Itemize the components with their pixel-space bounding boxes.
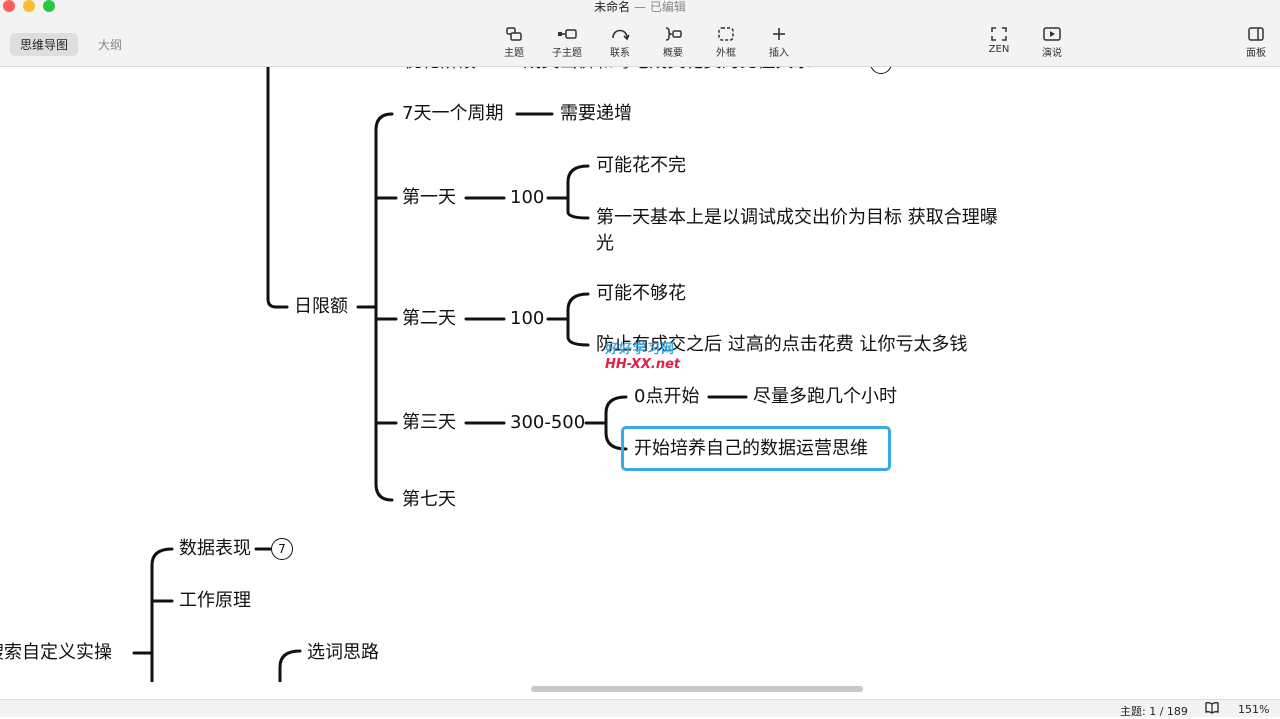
relation-button[interactable]: 联系 xyxy=(594,26,646,59)
sidebar-icon xyxy=(1248,27,1264,41)
plus-icon xyxy=(773,28,785,40)
edit-status: — 已编辑 xyxy=(634,0,686,14)
document-name: 未命名 xyxy=(594,0,631,14)
tab-outline[interactable]: 大纲 xyxy=(98,38,123,52)
zen-button[interactable]: ZEN xyxy=(973,26,1025,55)
topic-cycle-note[interactable]: 需要递增 xyxy=(560,103,632,124)
insert-button[interactable]: 插入 xyxy=(753,26,805,59)
topic-day2-value[interactable]: 100 xyxy=(510,308,545,329)
topic-day1-value[interactable]: 100 xyxy=(510,187,545,208)
topic-day3-value[interactable]: 300-500 xyxy=(510,412,586,433)
horizontal-scrollbar[interactable] xyxy=(531,686,863,692)
connector-lines xyxy=(132,67,748,682)
topic-day7[interactable]: 第七天 xyxy=(402,489,456,510)
window-controls xyxy=(3,0,55,12)
topic-daily-limit[interactable]: 日限额 xyxy=(294,296,348,317)
panel-button[interactable]: 面板 xyxy=(1230,26,1280,59)
watermark-line2: HH-XX.net xyxy=(605,357,681,372)
topic-day2[interactable]: 第二天 xyxy=(402,308,456,329)
summary-button[interactable]: 概要 xyxy=(647,26,699,59)
close-window-button[interactable] xyxy=(3,0,15,12)
watermark: 好好学习网 HH-XX.net xyxy=(605,342,680,372)
boundary-label: 外框 xyxy=(716,48,736,59)
subtopic-icon xyxy=(558,29,577,39)
selected-topic-frame[interactable] xyxy=(621,426,891,471)
topic-icon xyxy=(506,27,522,41)
present-button[interactable]: 演说 xyxy=(1026,26,1078,59)
topic-cycle[interactable]: 7天一个周期 xyxy=(402,103,504,124)
topic-day3-note1-sub[interactable]: 尽量多跑几个小时 xyxy=(753,386,897,407)
topic-day3-note1[interactable]: 0点开始 xyxy=(634,386,700,407)
summary-label: 概要 xyxy=(663,48,683,59)
topic-work-principle[interactable]: 工作原理 xyxy=(179,590,251,611)
minimize-window-button[interactable] xyxy=(23,0,35,12)
present-label: 演说 xyxy=(1042,48,1062,59)
panel-label: 面板 xyxy=(1246,48,1266,59)
topic-day3-note2[interactable]: 开始培养自己的数据运营思维 xyxy=(634,438,868,459)
topic-day1-note2[interactable]: 第一天基本上是以调试成交出价为目标 获取合理曝光 xyxy=(596,207,998,254)
topic-day2-note2[interactable]: 防止有成交之后 过高的点击花费 让你亏太多钱 xyxy=(596,334,968,355)
maximize-window-button[interactable] xyxy=(43,0,55,12)
watermark-line1: 好好学习网 xyxy=(605,342,676,357)
play-icon xyxy=(1043,27,1061,41)
topic-label: 主题 xyxy=(504,48,524,59)
toolbar: 未命名 — 已编辑 思维导图 大纲 主题 子主题 联系 概要 外框 插入 ZEN… xyxy=(0,0,1280,67)
zen-label: ZEN xyxy=(988,44,1010,55)
status-bar: 主题: 1 / 189 151% xyxy=(0,699,1280,718)
subtopic-button[interactable]: 子主题 xyxy=(541,26,593,59)
window-title: 未命名 — 已编辑 xyxy=(0,0,1280,15)
insert-label: 插入 xyxy=(769,48,789,59)
view-tabs: 思维导图 大纲 xyxy=(10,33,132,56)
collapsed-count-badge[interactable]: 7 xyxy=(271,538,293,560)
topic-optimize-stage[interactable]: 优化阶段 —— 成交出价和每笔成交花费的比值关系 xyxy=(404,67,811,75)
summary-icon xyxy=(665,27,682,41)
topic-keyword-idea[interactable]: 选词思路 xyxy=(307,642,379,663)
topic-count: 主题: 1 / 189 xyxy=(1120,705,1188,718)
topic-day2-note1[interactable]: 可能不够花 xyxy=(596,283,686,304)
book-icon[interactable] xyxy=(1205,701,1219,717)
subtopic-label: 子主题 xyxy=(552,48,582,59)
topic-search-custom[interactable]: 搜索自定义实操 xyxy=(0,642,112,663)
boundary-icon xyxy=(718,27,734,41)
fullscreen-icon xyxy=(991,27,1007,41)
relation-icon xyxy=(612,29,630,41)
topic-data-performance[interactable]: 数据表现 xyxy=(179,538,251,559)
tab-mindmap[interactable]: 思维导图 xyxy=(10,33,79,56)
topic-button[interactable]: 主题 xyxy=(488,26,540,59)
topic-day3[interactable]: 第三天 xyxy=(402,412,456,433)
relation-label: 联系 xyxy=(610,48,630,59)
zoom-level[interactable]: 151% xyxy=(1238,703,1270,716)
topic-day1-note1[interactable]: 可能花不完 xyxy=(596,155,686,176)
boundary-button[interactable]: 外框 xyxy=(700,26,752,59)
topic-day1[interactable]: 第一天 xyxy=(402,187,456,208)
mindmap-canvas[interactable]: 优化阶段 —— 成交出价和每笔成交花费的比值关系 日限额 7天一个周期 需要递增… xyxy=(0,67,1280,682)
